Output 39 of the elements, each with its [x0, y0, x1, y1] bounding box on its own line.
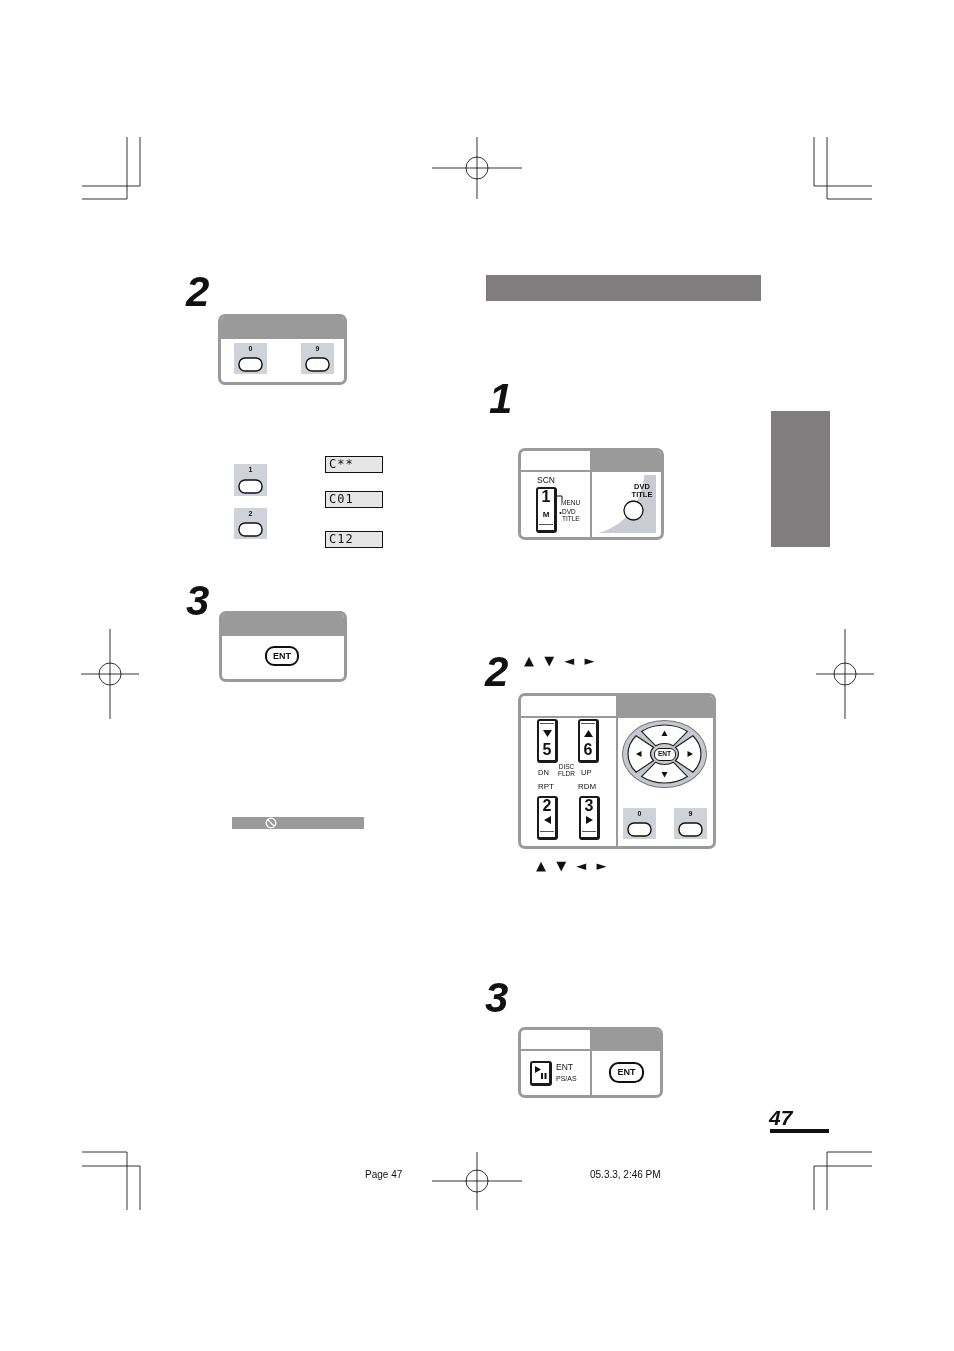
key-tile [234, 508, 267, 539]
key-label: 3 [583, 798, 595, 814]
heading-bar [486, 275, 761, 301]
key-tile [234, 343, 267, 374]
key-caption: SCN [537, 476, 555, 485]
key-label: M [541, 511, 551, 519]
step-number: 2 [485, 651, 509, 693]
step-number: 3 [485, 977, 509, 1019]
key-label: 6 [582, 742, 594, 758]
display-readout: C** [325, 456, 383, 473]
remote-panel [518, 1027, 663, 1098]
enter-key: ENT [265, 646, 299, 666]
key-tile [623, 808, 656, 839]
page-number: 47 [769, 1107, 793, 1128]
key-label: 5 [541, 742, 553, 758]
direction-symbols: ▲ ▼ ◄ ► [536, 859, 607, 872]
step-number: 1 [489, 378, 513, 420]
step-number: 2 [186, 271, 210, 313]
step-number: 3 [186, 580, 210, 622]
direction-symbols: ▲ ▼ ◄ ► [524, 654, 595, 667]
key-label: 2 [541, 798, 553, 814]
enter-key: ENT [609, 1062, 644, 1083]
footer-text: 05.3.3, 2:46 PM [590, 1170, 661, 1180]
note-bar [232, 817, 364, 829]
remote-panel [218, 314, 347, 385]
key-tile [674, 808, 707, 839]
display-readout: C12 [325, 531, 383, 548]
key-caption: RPT [538, 783, 554, 791]
remote-panel [518, 693, 716, 849]
remote-panel [518, 448, 664, 540]
key-tile [301, 343, 334, 374]
key-tile [234, 464, 267, 496]
footer-text: Page 47 [365, 1170, 403, 1180]
side-tab [771, 411, 830, 547]
remote-panel [219, 611, 347, 682]
key-caption: ENT [556, 1063, 573, 1072]
display-readout: C01 [325, 491, 383, 508]
key-label: 1 [540, 489, 552, 505]
key-caption: RDM [578, 783, 597, 791]
